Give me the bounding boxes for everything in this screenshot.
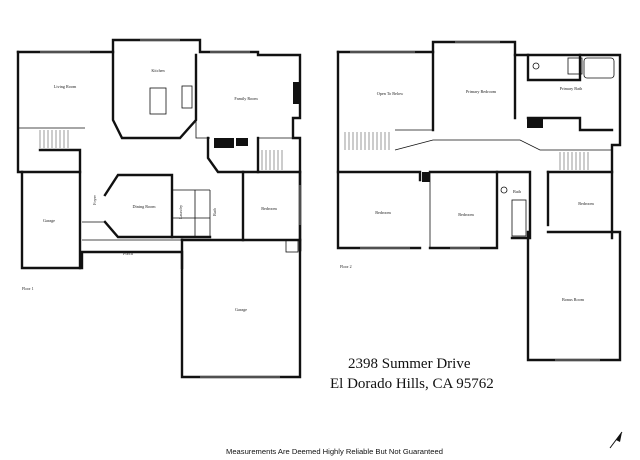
disclaimer-text: Measurements Are Deemed Highly Reliable … xyxy=(226,447,443,456)
floor1-kitchen-label: Kitchen xyxy=(151,68,165,73)
floor2-bedroom-right-label: Bedroom xyxy=(578,201,594,206)
floor1-label: Floor 1 xyxy=(22,286,34,291)
floor-2-plan: Open To Below Primary Bedroom Primary Ba… xyxy=(336,40,622,362)
floor1-porch-label: Porch xyxy=(123,251,134,256)
address-line-1: 2398 Summer Drive xyxy=(348,356,471,372)
floor1-living-room-label: Living Room xyxy=(54,84,77,89)
floor2-bath-label: Bath xyxy=(513,189,522,194)
north-arrow-icon xyxy=(609,431,623,449)
floor2-label: Floor 2 xyxy=(340,264,352,269)
floor1-bedroom-label: Bedroom xyxy=(261,206,277,211)
floor1-foyer-label: Foyer xyxy=(92,195,97,205)
floor2-primary-bath-label: Primary Bath xyxy=(560,86,583,91)
floor2-primary-bedroom-label: Primary Bedroom xyxy=(466,89,497,94)
floor1-garage-large-label: Garage xyxy=(235,307,247,312)
floor1-family-room-label: Family Room xyxy=(234,96,258,101)
floor2-open-to-below-label: Open To Below xyxy=(377,91,403,96)
floor2-bonus-room-label: Bonus Room xyxy=(562,297,585,302)
floor1-bath-label: Bath xyxy=(212,207,217,216)
floor1-dining-room-label: Dining Room xyxy=(133,204,157,209)
floor1-laundry-label: Laundry xyxy=(178,204,183,219)
floor-1-plan: Living Room Kitchen Family Room Dining R… xyxy=(16,38,302,379)
address-line-2: El Dorado Hills, CA 95762 xyxy=(330,376,494,392)
floor2-bedroom-middle-label: Bedroom xyxy=(458,212,474,217)
floor1-garage-small-label: Garage xyxy=(43,218,55,223)
floor2-bedroom-left-label: Bedroom xyxy=(375,210,391,215)
